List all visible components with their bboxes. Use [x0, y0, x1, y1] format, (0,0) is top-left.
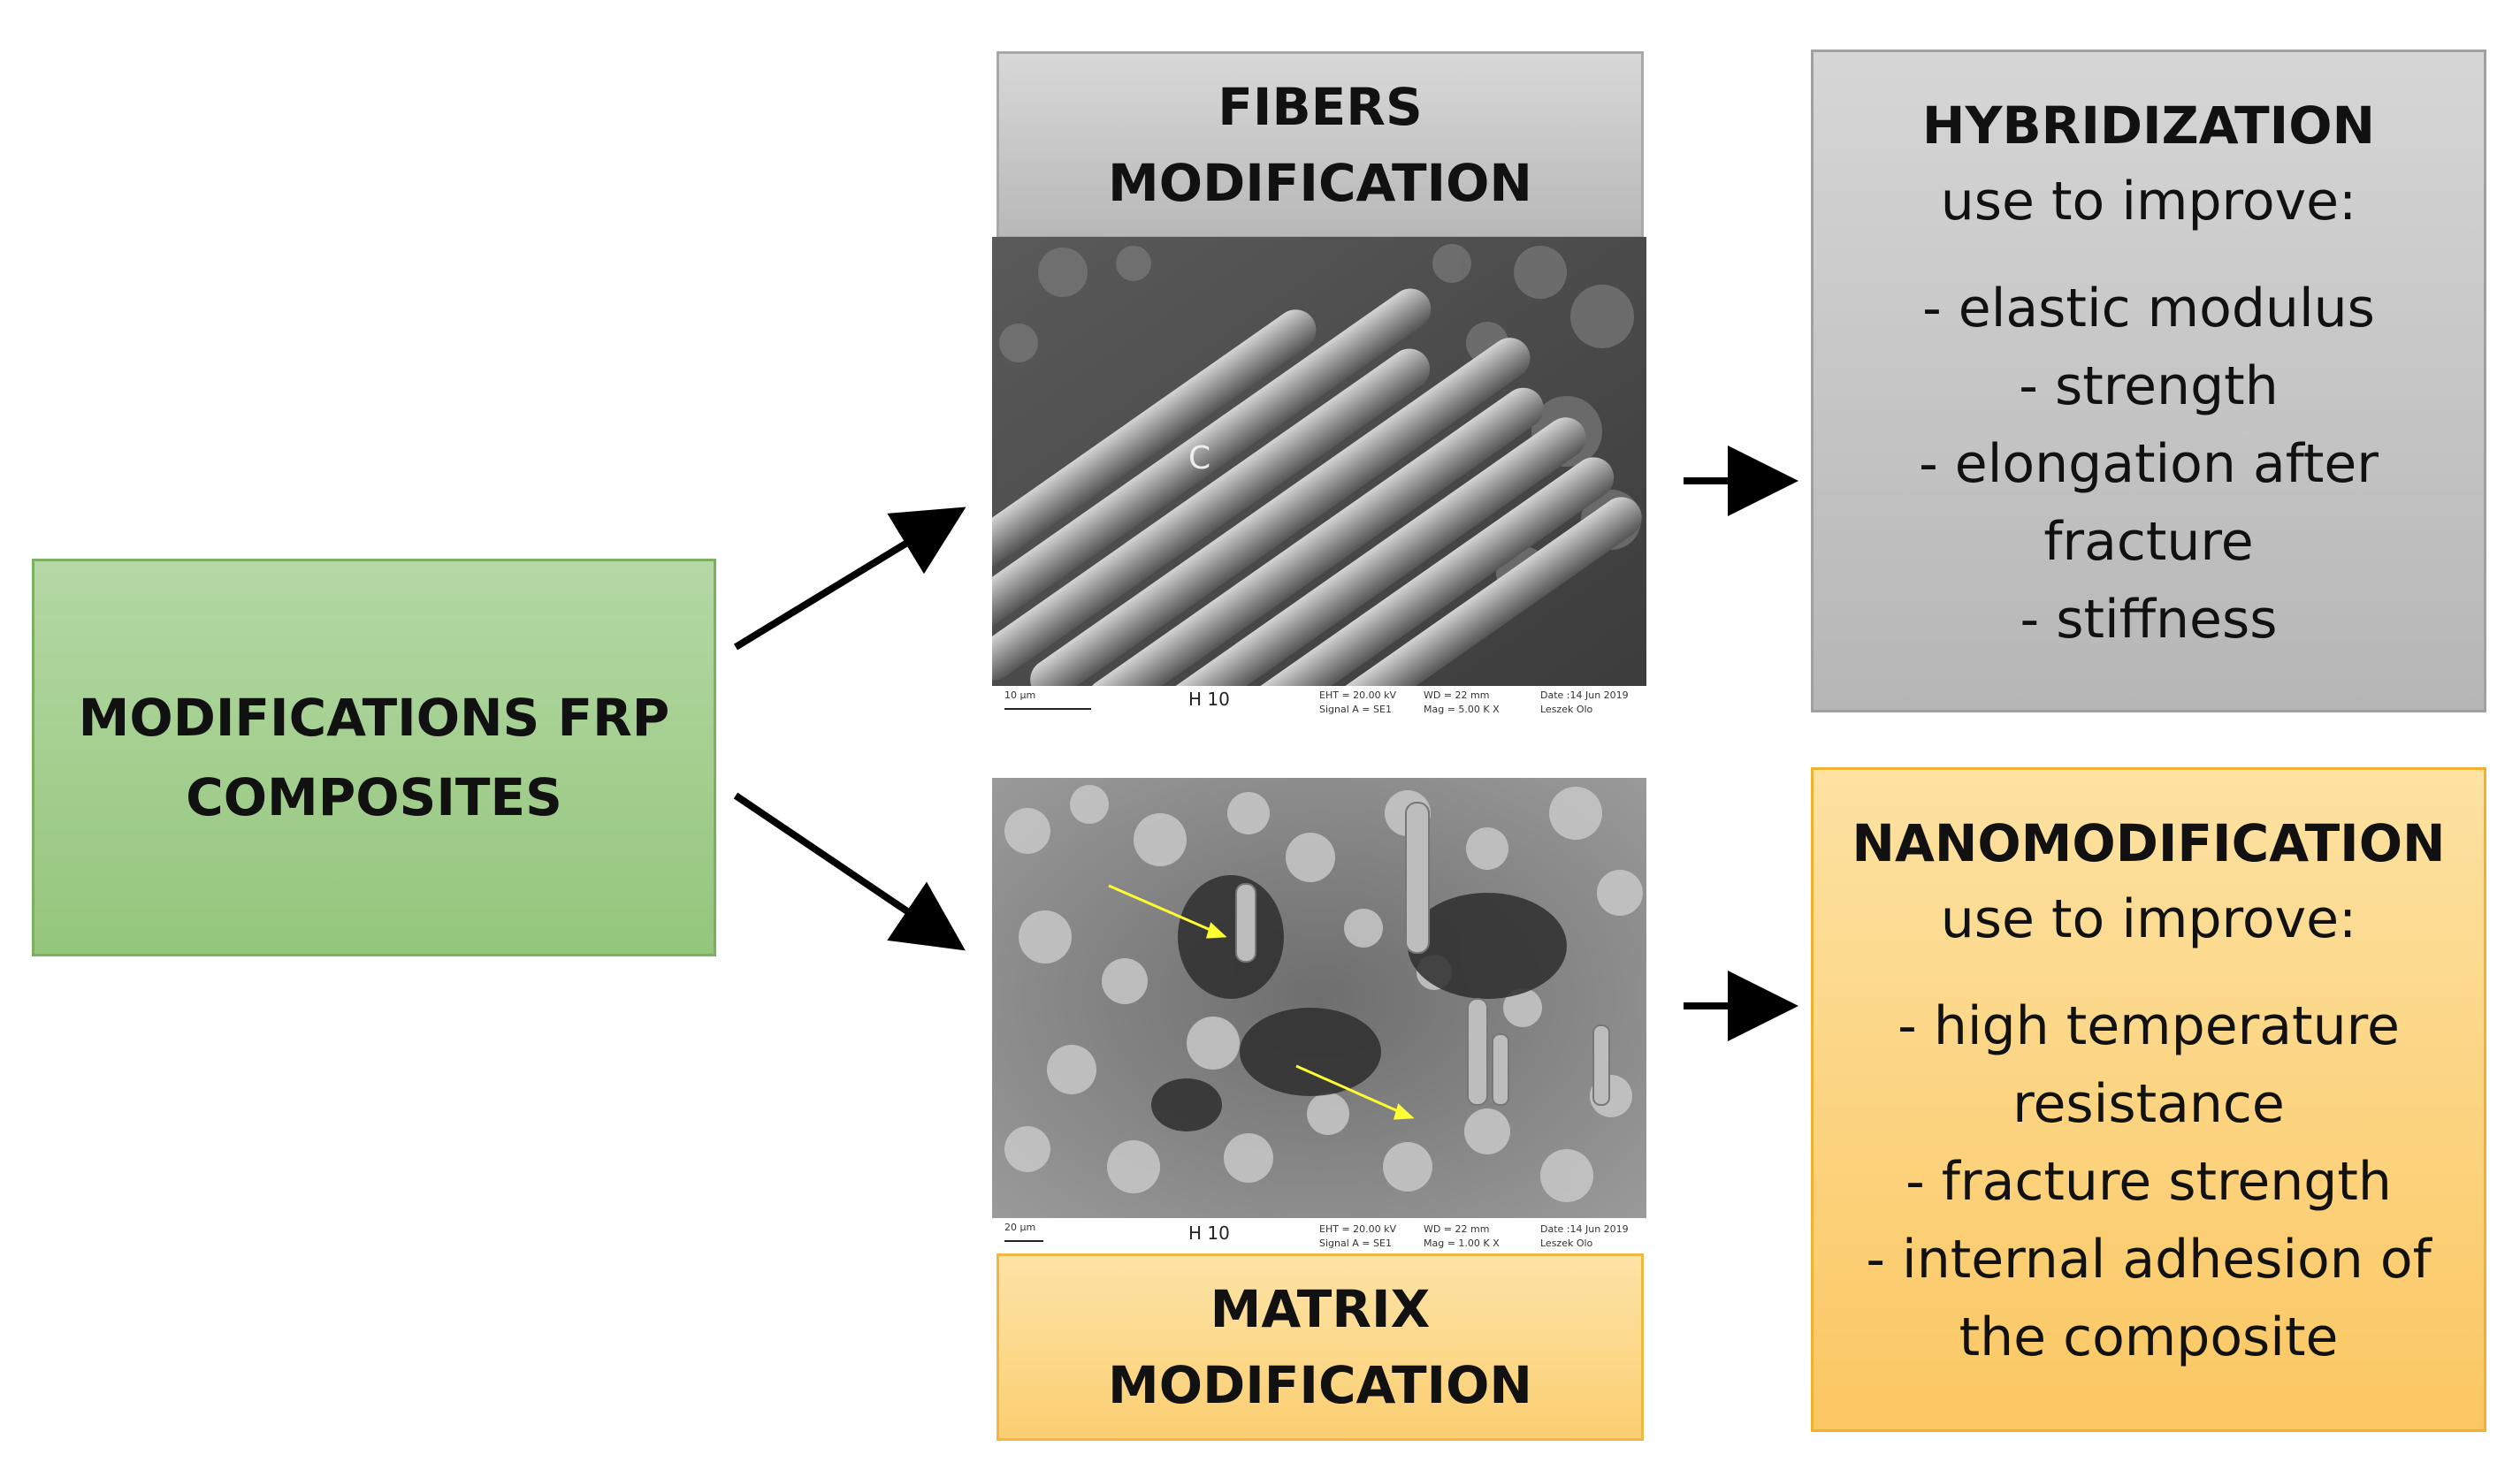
arrow-to-fibers [733, 507, 966, 651]
fibers-meta-date: Date :14 Jun 2019 [1540, 689, 1629, 701]
matrix-meta-eht: EHT = 20.00 kV [1319, 1223, 1397, 1235]
matrix-sample-text: H 10 [1188, 1222, 1230, 1244]
matrix-meta-mag: Mag = 1.00 K X [1424, 1238, 1500, 1249]
fibers-modification-header: FIBERS MODIFICATION [997, 51, 1644, 239]
list-item: - stiffness [2020, 589, 2278, 651]
matrix-scale-text: 20 µm [1004, 1222, 1035, 1233]
list-item: resistance [2012, 1073, 2285, 1135]
fibers-title-line2: MODIFICATION [1108, 153, 1532, 213]
fibers-title-line1: FIBERS [1218, 77, 1423, 137]
fibers-sem-image: C 10 µm H 10 EHT = 20.00 kV Signal A = S… [992, 237, 1646, 721]
list-item: - fracture strength [1905, 1151, 2392, 1213]
list-item: - elastic modulus [1922, 278, 2375, 339]
root-title: MODIFICATIONS FRP COMPOSITES [43, 678, 706, 837]
matrix-title-line2: MODIFICATION [1108, 1355, 1532, 1415]
list-item: the composite [1959, 1306, 2339, 1368]
nanomodification-box: NANOMODIFICATION use to improve: - high … [1811, 767, 2486, 1432]
matrix-sem-image: 20 µm H 10 EHT = 20.00 kV Signal A = SE1… [992, 778, 1646, 1255]
matrix-modification-label: MATRIX MODIFICATION [997, 1253, 1644, 1441]
matrix-title-line1: MATRIX [1210, 1279, 1431, 1339]
root-title-line2: COMPOSITES [186, 767, 562, 827]
fibers-scale-text: 10 µm [1004, 689, 1035, 701]
matrix-meta-operator: Leszek Olo [1540, 1238, 1593, 1249]
hybridization-box: HYBRIDIZATION use to improve: - elastic … [1811, 50, 2486, 712]
nanomodification-list: - high temperature resistance - fracture… [1814, 987, 2484, 1376]
hybridization-subtitle: use to improve: [1940, 171, 2357, 232]
fiber-label-c: C [1188, 440, 1210, 476]
nanomodification-title: NANOMODIFICATION [1852, 813, 2446, 873]
modifications-frp-composites-box: MODIFICATIONS FRP COMPOSITES [32, 559, 716, 956]
fibers-sample-text: H 10 [1188, 689, 1230, 710]
matrix-meta-wd: WD = 22 mm [1424, 1223, 1489, 1235]
fibers-meta-mag: Mag = 5.00 K X [1424, 704, 1500, 715]
nanomodification-subtitle: use to improve: [1940, 888, 2357, 950]
fibers-meta-eht: EHT = 20.00 kV [1319, 689, 1397, 701]
hybridization-list: - elastic modulus - strength - elongatio… [1814, 270, 2484, 659]
fibers-meta-signal: Signal A = SE1 [1319, 704, 1392, 715]
matrix-meta-date: Date :14 Jun 2019 [1540, 1223, 1629, 1235]
matrix-meta-signal: Signal A = SE1 [1319, 1238, 1392, 1249]
list-item: - strength [2019, 355, 2279, 417]
list-item: - high temperature [1898, 995, 2400, 1057]
hybridization-title: HYBRIDIZATION [1921, 95, 2376, 156]
list-item: - elongation after [1919, 433, 2379, 495]
fibers-meta-operator: Leszek Olo [1540, 704, 1593, 715]
arrow-to-matrix [733, 792, 966, 951]
list-item: fracture [2043, 511, 2254, 573]
fibers-meta-wd: WD = 22 mm [1424, 689, 1489, 701]
root-title-line1: MODIFICATIONS FRP [78, 688, 670, 748]
list-item: - internal adhesion of [1866, 1229, 2432, 1291]
